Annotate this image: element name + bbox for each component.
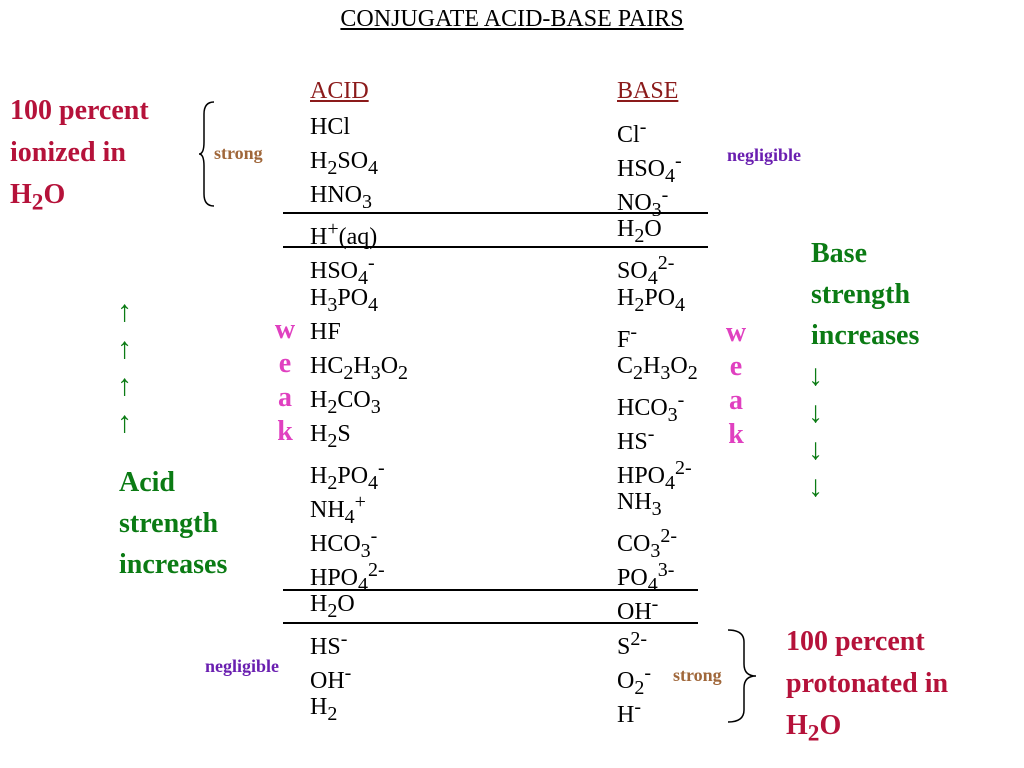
up-arrows: ↑ ↑ ↑ ↑ xyxy=(117,293,132,441)
acid-strength-line: Acid xyxy=(119,467,175,498)
acid-cell: HPO42- xyxy=(310,559,385,597)
base-strength-line: strength xyxy=(811,279,911,310)
page-title: CONJUGATE ACID-BASE PAIRS xyxy=(340,6,684,32)
base-cell: S2- xyxy=(617,627,648,660)
base-strength-line: increases xyxy=(811,320,920,351)
base-strength-line: Base xyxy=(811,238,867,269)
acid-cell: H+(aq) xyxy=(310,218,378,251)
weak-letter: w xyxy=(274,314,296,345)
weak-letter: a xyxy=(278,382,292,413)
down-arrow-icon: ↓ xyxy=(808,433,823,466)
acid-cell: NH4+ xyxy=(310,491,366,528)
acid-strength-note: Acid strength increases xyxy=(119,462,227,585)
base-cell: HPO42- xyxy=(617,457,692,494)
base-cell: NH3 xyxy=(617,489,662,520)
base-cell: H- xyxy=(617,695,642,728)
divider-weak-top xyxy=(283,246,708,248)
strong-base-label: strong xyxy=(673,665,722,685)
acid-strength-line: strength xyxy=(119,508,219,539)
base-cell: HSO4- xyxy=(617,150,682,187)
base-cell: O2- xyxy=(617,661,652,699)
protonated-note: 100 percent protonated in H2O xyxy=(786,621,948,755)
base-cell: HCO3- xyxy=(617,388,685,426)
ionized-note-line: ionized in xyxy=(10,137,126,168)
weak-acid-label: w e a k xyxy=(273,313,297,449)
acid-cell: H2CO3 xyxy=(310,386,381,418)
acid-cell: HS- xyxy=(310,627,348,660)
base-cell: CO32- xyxy=(617,525,678,562)
base-cell: OH- xyxy=(617,593,659,626)
base-cell: HS- xyxy=(617,422,655,455)
base-strength-note: Base strength increases xyxy=(811,233,919,356)
acid-cell: HSO4- xyxy=(310,252,375,290)
ionized-note-line: H2O xyxy=(10,179,66,216)
acid-cell: H2PO4- xyxy=(310,457,385,494)
down-arrow-icon: ↓ xyxy=(808,470,823,503)
ionized-note-line: 100 percent xyxy=(10,95,149,126)
acid-cell: H2 xyxy=(310,693,338,725)
strong-acid-label: strong xyxy=(214,143,263,163)
negligible-acid-label: negligible xyxy=(205,656,280,676)
base-cell: C2H3O2 xyxy=(617,352,698,384)
up-arrow-icon: ↑ xyxy=(117,295,132,328)
weak-letter: k xyxy=(728,419,744,450)
down-arrow-icon: ↓ xyxy=(808,396,823,429)
right-brace-icon xyxy=(727,629,757,723)
down-arrow-icon: ↓ xyxy=(808,359,823,392)
divider-weak-bottom xyxy=(283,589,698,591)
acid-cell: HCO3- xyxy=(310,525,378,562)
protonated-note-line: protonated in xyxy=(786,668,949,699)
base-cell: NO3- xyxy=(617,184,669,221)
acid-strength-line: increases xyxy=(119,549,228,580)
acid-column-header: ACID xyxy=(310,78,369,104)
base-cell: H2PO4 xyxy=(617,284,686,316)
base-cell: PO43- xyxy=(617,559,675,597)
acid-cell: H2O xyxy=(310,591,355,623)
up-arrow-icon: ↑ xyxy=(117,406,132,439)
base-cell: F- xyxy=(617,320,638,353)
ionized-note: 100 percent ionized in H2O xyxy=(10,90,149,224)
weak-base-label: w e a k xyxy=(724,316,748,452)
protonated-note-line: 100 percent xyxy=(786,626,925,657)
weak-letter: e xyxy=(729,351,743,382)
base-column-header: BASE xyxy=(617,78,679,104)
up-arrow-icon: ↑ xyxy=(117,332,132,365)
acid-cell: HC2H3O2 xyxy=(310,352,409,384)
left-brace-icon xyxy=(198,101,215,207)
base-cell: H2O xyxy=(617,216,662,248)
weak-letter: w xyxy=(725,317,747,348)
base-cell: SO42- xyxy=(617,252,675,290)
up-arrow-icon: ↑ xyxy=(117,369,132,402)
base-cell: Cl- xyxy=(617,116,647,148)
acid-cell: HCl xyxy=(310,114,351,140)
divider-strong xyxy=(283,212,708,214)
acid-cell: OH- xyxy=(310,661,352,694)
divider-negligible xyxy=(283,622,698,624)
weak-letter: a xyxy=(729,385,743,416)
weak-letter: k xyxy=(277,416,293,447)
acid-cell: H2S xyxy=(310,420,351,452)
down-arrows: ↓ ↓ ↓ ↓ xyxy=(808,357,823,505)
acid-cell: HNO3 xyxy=(310,182,372,213)
weak-letter: e xyxy=(278,348,292,379)
acid-cell: HF xyxy=(310,318,341,345)
protonated-note-line: H2O xyxy=(786,710,842,747)
negligible-base-label: negligible xyxy=(727,145,802,165)
acid-cell: H2SO4 xyxy=(310,148,379,179)
acid-cell: H3PO4 xyxy=(310,284,379,316)
